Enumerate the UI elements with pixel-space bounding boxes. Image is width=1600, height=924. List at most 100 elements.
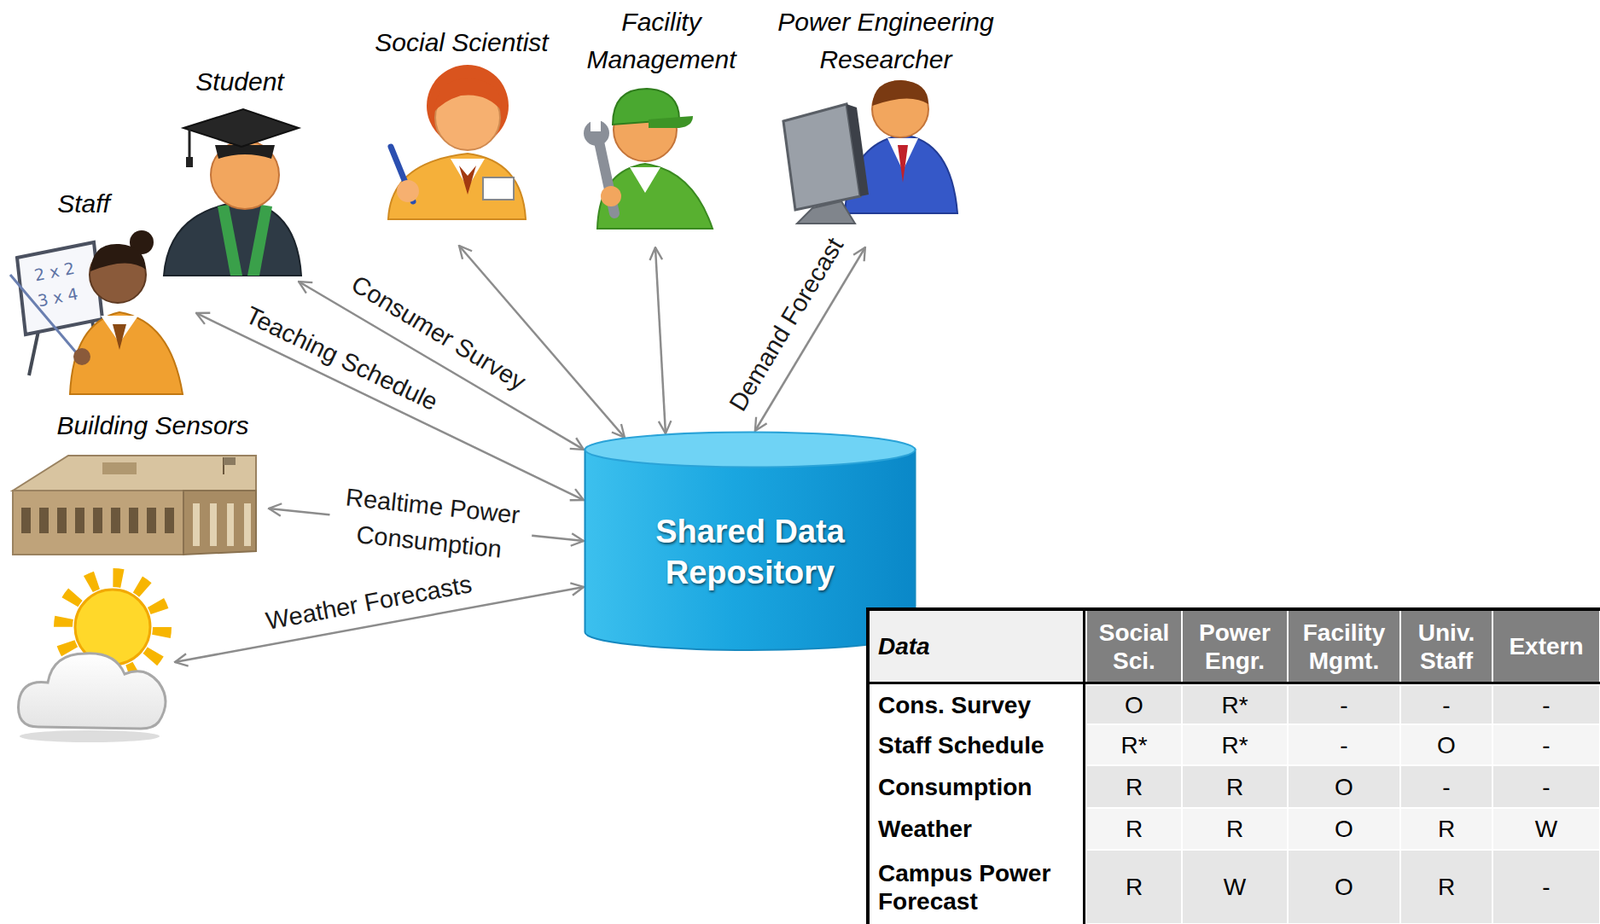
building-icon	[164, 507, 175, 534]
weather-icon	[17, 577, 166, 743]
student-icon	[217, 204, 243, 276]
table-header-cell: Power Engr.	[1182, 610, 1287, 682]
building-icon	[183, 490, 256, 555]
table-cell: R	[1087, 766, 1182, 808]
table-cell: O	[1401, 725, 1492, 765]
table-header-cell: Extern	[1493, 610, 1600, 682]
social-scientist-icon	[388, 153, 526, 220]
building-icon	[57, 507, 67, 534]
facility-manager-icon	[648, 116, 693, 128]
building-icon	[128, 507, 139, 534]
table-row-header: Consumption	[869, 766, 1083, 808]
building-icon	[192, 503, 200, 547]
building-icon	[12, 490, 184, 555]
power-engineer-icon	[783, 80, 958, 224]
building-icon	[12, 455, 256, 555]
table-row-header: Weather	[869, 808, 1083, 850]
student-icon	[247, 204, 273, 276]
power-engineer-icon	[872, 81, 929, 138]
student-icon	[163, 109, 302, 276]
actor-label: Student	[167, 63, 313, 101]
power-engineer-icon	[783, 104, 861, 210]
table-cell: O	[1288, 808, 1400, 850]
facility-manager-icon	[597, 163, 713, 229]
edge-label: Demand Forecast	[722, 232, 850, 416]
building-icon	[244, 503, 251, 547]
table-cell: O	[1288, 766, 1400, 808]
actor-node: Social Scientist	[362, 22, 564, 246]
table-cell: O	[1288, 850, 1400, 924]
power-engineer-icon	[797, 201, 856, 224]
social-scientist-icon	[459, 165, 477, 195]
weather-icon	[19, 730, 160, 743]
table-cell: R*	[1182, 686, 1287, 724]
table-cell: -	[1493, 766, 1600, 808]
table-cell: R	[1182, 808, 1287, 850]
table-cell: -	[1493, 725, 1600, 765]
table-cell: W	[1493, 808, 1600, 850]
building-icon	[223, 457, 236, 466]
building-icon	[12, 455, 256, 491]
building-icon	[21, 507, 31, 534]
power-engineer-icon	[846, 104, 869, 197]
table-cell: R	[1401, 808, 1492, 850]
actor-label: Power Engineering Researcher	[766, 3, 1006, 79]
staff-icon	[112, 324, 127, 350]
table-cell: O	[1087, 686, 1182, 724]
connector-arrow	[655, 247, 666, 434]
facility-manager-icon	[590, 119, 601, 132]
table-header-cell: Social Sci.	[1087, 610, 1182, 682]
table-cell: -	[1401, 686, 1492, 724]
table-cell: -	[1288, 725, 1400, 765]
student-icon	[210, 140, 280, 210]
board-writing: 3 x 4	[35, 284, 80, 311]
table-header-cell: Univ. Staff	[1401, 610, 1492, 682]
actor-node: Facility Management	[570, 1, 754, 248]
staff-icon	[17, 242, 103, 335]
student-icon	[183, 109, 299, 147]
table-row-header: Staff Schedule	[869, 725, 1083, 765]
building-icon	[39, 507, 49, 534]
cylinder-shape	[585, 432, 916, 468]
table-cell: R*	[1182, 725, 1287, 765]
student-icon	[186, 157, 193, 168]
building-icon	[93, 507, 103, 534]
facility-manager-icon	[600, 186, 622, 207]
staff-icon	[10, 230, 183, 395]
building-icon	[226, 503, 234, 547]
board-writing: 2 x 2	[32, 258, 76, 286]
connector-arrow	[459, 245, 625, 438]
building-icon	[110, 507, 121, 534]
table-cell: -	[1288, 686, 1400, 724]
table-divider	[866, 681, 1600, 685]
student-icon	[163, 201, 302, 276]
table-cell: R	[1182, 766, 1287, 808]
arrow-label: Weather Forecasts	[263, 569, 475, 636]
actor-label: Social Scientist	[362, 23, 561, 62]
facility-manager-icon	[583, 120, 610, 146]
table-divider	[1082, 607, 1086, 924]
table-cell: -	[1493, 686, 1600, 724]
actor-node: Student	[157, 61, 308, 282]
power-engineer-icon	[897, 145, 908, 183]
facility-manager-icon	[629, 167, 661, 193]
table-cell: R	[1401, 850, 1492, 924]
edge-label: Realtime Power Consumption	[325, 477, 536, 571]
table-cell: -	[1401, 766, 1492, 808]
actor-label: Facility Management	[576, 3, 747, 79]
actor-node: Building Sensors	[8, 405, 269, 564]
weather-icon	[17, 653, 166, 729]
staff-icon	[69, 312, 183, 395]
facility-manager-icon	[583, 88, 713, 229]
table-row-header: Campus Power Forecast	[869, 850, 1083, 924]
power-engineer-icon	[872, 80, 929, 106]
actor-label: Staff	[0, 185, 169, 223]
table-cell: R	[1087, 850, 1182, 924]
building-icon	[146, 507, 157, 534]
building-icon	[102, 462, 137, 475]
social-scientist-icon	[433, 78, 502, 113]
actor-node: Power Engineering Researcher	[762, 1, 1012, 248]
table-row-header: Cons. Survey	[869, 686, 1083, 724]
repository-title: Shared Data Repository	[622, 511, 879, 594]
